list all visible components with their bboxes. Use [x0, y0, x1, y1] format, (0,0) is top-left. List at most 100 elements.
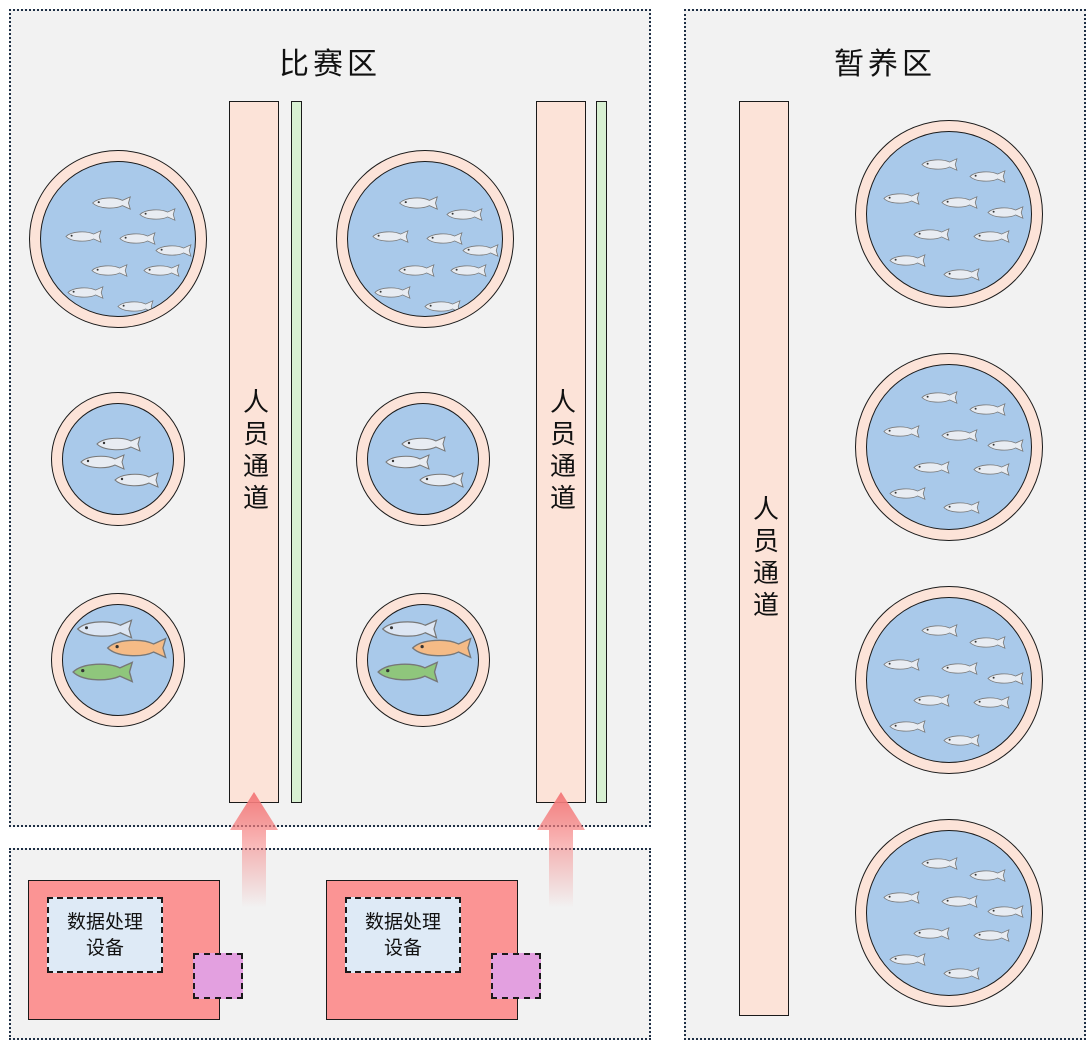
fish-icon — [382, 619, 438, 639]
fish-icon — [943, 268, 980, 281]
sensor-box — [193, 953, 243, 999]
fish-icon — [96, 436, 141, 452]
large-fish-tank — [336, 150, 514, 328]
fish-icon — [913, 927, 950, 940]
holding-fish-tank — [855, 819, 1043, 1007]
fish-icon — [973, 696, 1010, 709]
mixed-fish — [377, 619, 472, 683]
fish-icon — [117, 300, 154, 313]
fish-icon — [941, 196, 978, 209]
fish-icon — [969, 403, 1006, 416]
personnel-corridor-2: 人员通道 — [536, 101, 586, 803]
fish-icon — [889, 254, 926, 267]
fish-icon — [987, 206, 1024, 219]
tank-water — [62, 403, 174, 515]
sensor-box — [491, 953, 541, 999]
fish-icon — [92, 196, 131, 210]
fish-icon — [72, 661, 133, 683]
medium-fish-tank — [356, 392, 490, 526]
holding-fish-tank — [855, 120, 1043, 308]
tank-water — [367, 403, 479, 515]
fish-icon — [913, 228, 950, 241]
corridor-label: 人员通道 — [545, 388, 576, 516]
corridor-label: 人员通道 — [238, 388, 269, 516]
fish-icon — [913, 461, 950, 474]
fish-icon — [943, 734, 980, 747]
fish-icon — [398, 264, 435, 277]
fish-icon — [401, 436, 446, 452]
fish-icon — [450, 264, 487, 277]
fish-icon — [883, 192, 920, 205]
fish-icon — [399, 196, 438, 210]
fish-icon — [889, 720, 926, 733]
device-label: 数据处理 设备 — [66, 911, 143, 959]
fish-icon — [921, 391, 958, 404]
medium-fish-tank — [51, 392, 185, 526]
fish-icon — [424, 300, 461, 313]
fish-icon — [913, 694, 950, 707]
holding-fish-tank — [855, 586, 1043, 774]
school-of-fish — [385, 436, 464, 488]
mixed-fish — [72, 619, 167, 683]
fish-icon — [969, 636, 1006, 649]
fish-icon — [91, 264, 128, 277]
fish-icon — [114, 472, 159, 488]
fish-icon — [987, 439, 1024, 452]
fish-icon — [973, 463, 1010, 476]
up-arrow-icon — [230, 792, 278, 908]
fish-icon — [941, 895, 978, 908]
tank-water — [866, 597, 1032, 763]
fish-icon — [883, 425, 920, 438]
personnel-corridor-1: 人员通道 — [229, 101, 279, 803]
fish-icon — [883, 658, 920, 671]
fish-icon — [65, 230, 102, 243]
fish-icon — [943, 501, 980, 514]
tank-water — [866, 830, 1032, 996]
fish-icon — [969, 869, 1006, 882]
holding-zone-title: 暂养区 — [834, 47, 936, 82]
tank-water — [866, 131, 1032, 297]
fish-icon — [921, 624, 958, 637]
fish-icon — [889, 487, 926, 500]
school-of-fish — [80, 436, 159, 488]
school-of-fish — [883, 158, 1024, 281]
fish-icon — [987, 905, 1024, 918]
fish-icon — [969, 170, 1006, 183]
fish-icon — [77, 619, 133, 639]
fish-icon — [889, 953, 926, 966]
tank-water — [866, 364, 1032, 530]
fish-icon — [941, 429, 978, 442]
school-of-fish — [883, 624, 1024, 747]
fish-icon — [462, 244, 499, 257]
data-processing-device: 数据处理 设备 — [345, 897, 461, 973]
personnel-corridor-3: 人员通道 — [739, 101, 789, 1016]
fish-icon — [921, 857, 958, 870]
large-fish-tank — [29, 150, 207, 328]
school-of-fish — [883, 391, 1024, 514]
school-of-fish — [883, 857, 1024, 980]
fish-icon — [107, 637, 167, 659]
tank-water — [62, 604, 174, 716]
device-label: 数据处理 设备 — [364, 911, 441, 959]
mixed-fish-tank — [51, 593, 185, 727]
fish-icon — [385, 454, 430, 470]
holding-fish-tank — [855, 353, 1043, 541]
fish-icon — [139, 208, 176, 221]
fish-icon — [143, 264, 180, 277]
data-station-1: 数据处理 设备 — [28, 880, 220, 1020]
fish-icon — [377, 661, 438, 683]
fish-icon — [941, 662, 978, 675]
green-strip-2 — [596, 101, 607, 803]
corridor-label: 人员通道 — [748, 494, 779, 623]
mixed-fish-tank — [356, 593, 490, 727]
tank-water — [347, 161, 503, 317]
fish-icon — [987, 672, 1024, 685]
green-strip-1 — [291, 101, 302, 803]
school-of-fish — [372, 196, 499, 313]
fish-icon — [374, 286, 411, 299]
fish-icon — [943, 967, 980, 980]
fish-icon — [80, 454, 125, 470]
competition-zone-title: 比赛区 — [279, 47, 381, 82]
fish-icon — [419, 472, 464, 488]
data-station-2: 数据处理 设备 — [326, 880, 518, 1020]
